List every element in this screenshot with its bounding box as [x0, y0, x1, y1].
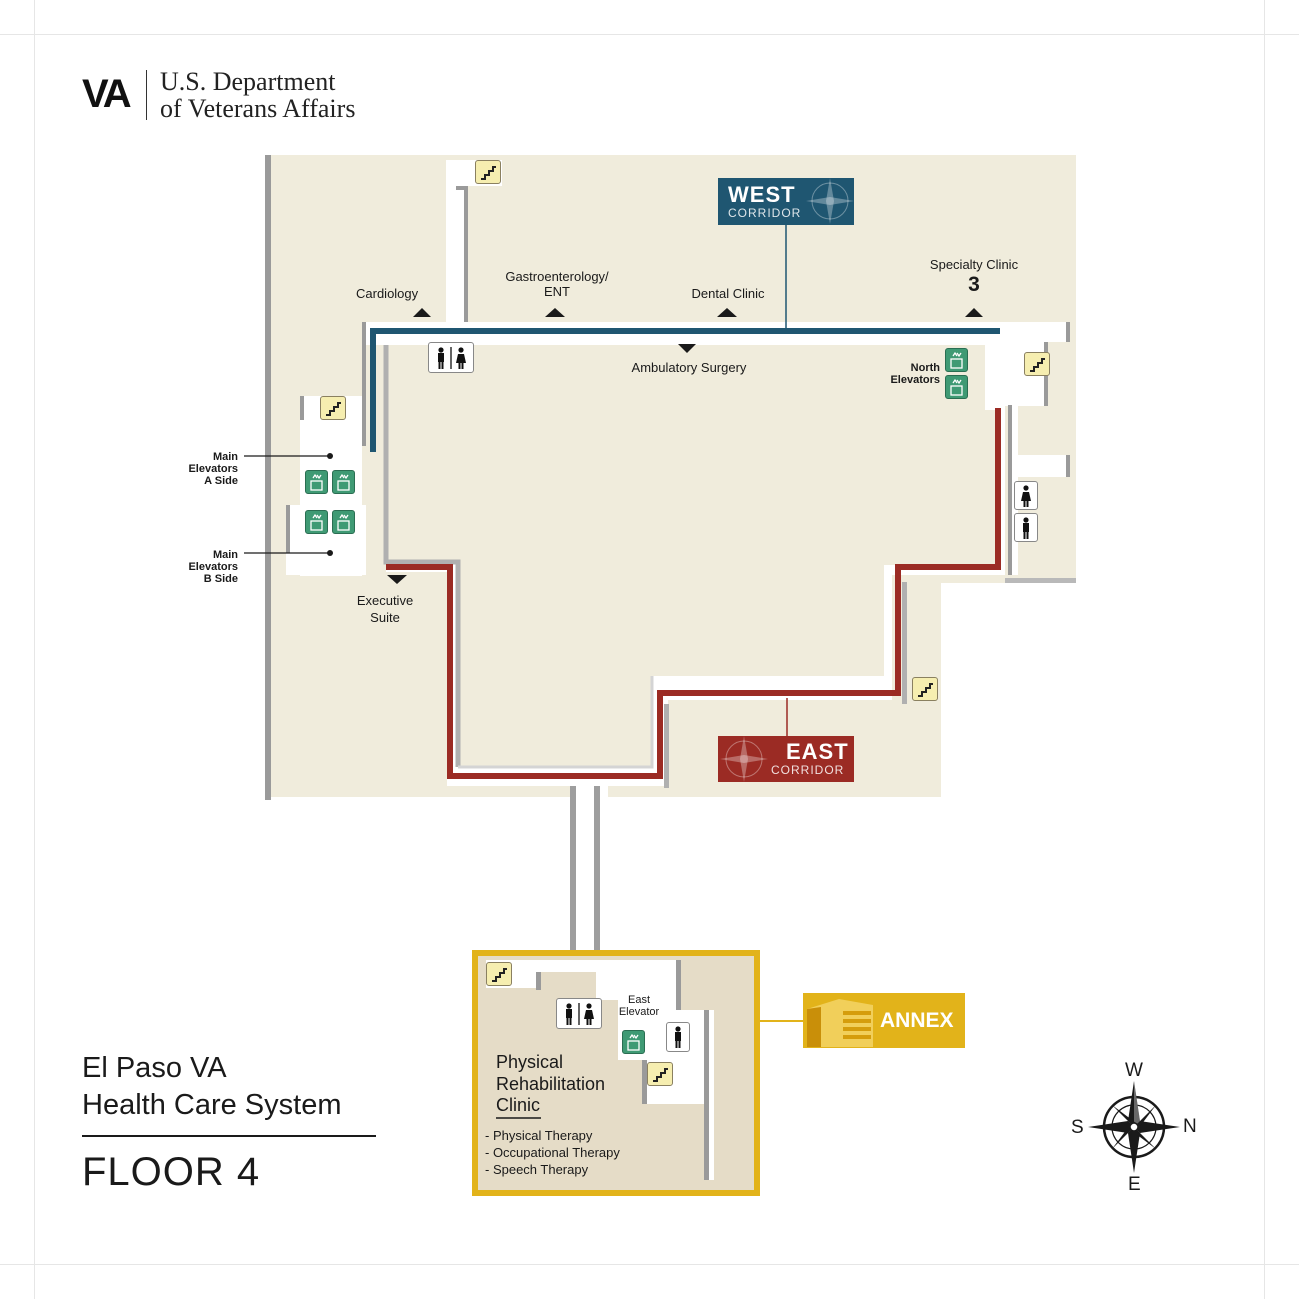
- main-a-line-3: A Side: [204, 475, 238, 487]
- north-elevators-label: North Elevators: [880, 362, 940, 386]
- clinic-title-line-3: Clinic: [496, 1095, 541, 1115]
- room-specialty-clinic: Specialty Clinic 3: [918, 257, 1030, 298]
- stairs-icon: [1024, 352, 1050, 376]
- department-line-1: U.S. Department: [160, 67, 336, 96]
- gastro-line-2: ENT: [544, 284, 570, 299]
- inner-block: [383, 345, 995, 769]
- annex-label: ANNEX: [880, 1009, 954, 1032]
- stairs-icon: [320, 396, 346, 420]
- stairs-icon: [475, 160, 501, 184]
- north-elev-line-1: North: [910, 362, 940, 374]
- east-corridor-path: [386, 408, 1001, 779]
- clinic-title-line-2: Rehabilitation: [496, 1073, 606, 1094]
- compass-label-bottom: E: [1128, 1174, 1141, 1195]
- trim-line-top: [0, 34, 1299, 35]
- trim-line-left: [34, 0, 35, 1299]
- specialty-number: 3: [968, 273, 980, 296]
- elevator-icon: [332, 510, 355, 534]
- elevator-icon: [305, 470, 328, 494]
- north-elev-line-2: Elevators: [890, 374, 940, 386]
- room-gastroenterology: Gastroenterology/ ENT: [492, 269, 622, 299]
- facility-name: El Paso VA Health Care System: [82, 1050, 342, 1124]
- room-cardiology: Cardiology: [356, 286, 419, 301]
- main-elevators-b-label: Main Elevators B Side: [170, 549, 238, 585]
- compass-rose: [1088, 1081, 1180, 1173]
- clinic-service-item: - Occupational Therapy: [485, 1145, 620, 1160]
- va-logo-mark: VA: [82, 72, 132, 116]
- connector-wall-left: [570, 786, 576, 956]
- east-tag-title: EAST: [786, 739, 849, 764]
- annex-building-icon: [807, 999, 873, 1047]
- executive-line-1: Executive: [356, 593, 414, 608]
- east-elev-line-1: East: [627, 994, 650, 1006]
- main-b-line-1: Main: [212, 549, 238, 561]
- west-compass-watermark: [806, 178, 854, 224]
- room-ambulatory-surgery: Ambulatory Surgery: [631, 360, 747, 375]
- compass-label-right: N: [1183, 1116, 1197, 1137]
- clinic-title-line-1: Physical: [496, 1052, 564, 1072]
- main-elev-a-dot: [327, 453, 333, 459]
- annex-tag: [803, 993, 965, 1048]
- east-stair-wall: [902, 582, 907, 704]
- clinic-title: Physical Rehabilitation Clinic: [496, 1052, 605, 1117]
- womens-restroom-icon: [1014, 481, 1038, 510]
- west-tag-title: WEST: [728, 182, 796, 207]
- east-compass-watermark: [720, 736, 768, 782]
- entrance-markers: [387, 308, 983, 584]
- east-room-wall: [664, 704, 669, 788]
- annex-interior: [486, 960, 714, 1180]
- building-west-wall: [265, 155, 271, 800]
- east-elev-line-2: Elevator: [618, 1006, 660, 1018]
- logo-separator: [146, 70, 147, 120]
- stairs-icon: [486, 962, 512, 986]
- main-elev-b-dot: [327, 550, 333, 556]
- clinic-service-item: - Physical Therapy: [485, 1128, 593, 1143]
- main-elevators-a-label: Main Elevators A Side: [170, 451, 238, 487]
- main-a-line-1: Main: [212, 451, 238, 463]
- west-tag-subtitle: CORRIDOR: [728, 206, 802, 220]
- main-b-line-2: Elevators: [188, 561, 238, 573]
- east-elevator-label: East Elevator: [608, 994, 670, 1018]
- east-tag-subtitle: CORRIDOR: [771, 763, 845, 777]
- clinic-service-item: - Speech Therapy: [485, 1162, 589, 1177]
- compass-label-top: W: [1125, 1060, 1143, 1081]
- main-a-line-2: Elevators: [188, 463, 238, 475]
- floor-number: FLOOR 4: [82, 1150, 261, 1194]
- connector-hallway: [570, 786, 608, 956]
- specialty-line-1: Specialty Clinic: [929, 257, 1019, 272]
- facility-divider: [82, 1135, 376, 1137]
- stairs-icon: [647, 1062, 673, 1086]
- restroom-icon: [428, 342, 474, 373]
- trim-line-right: [1264, 0, 1265, 1299]
- elevator-icon: [332, 470, 355, 494]
- room-executive-suite: Executive Suite: [340, 592, 430, 626]
- clinic-services-list: - Physical Therapy - Occupational Therap…: [485, 1127, 620, 1178]
- compass-label-left: S: [1071, 1117, 1084, 1138]
- west-corridor-tag: WEST CORRIDOR: [718, 178, 854, 225]
- stairs-icon: [912, 677, 938, 701]
- room-dental-clinic: Dental Clinic: [691, 286, 765, 301]
- trim-line-bottom: [0, 1264, 1299, 1265]
- facility-name-line-2: Health Care System: [82, 1089, 342, 1121]
- facility-name-line-1: El Paso VA: [82, 1052, 227, 1084]
- elevator-icon: [305, 510, 328, 534]
- restroom-icon: [556, 998, 602, 1029]
- department-line-2: of Veterans Affairs: [160, 94, 356, 123]
- main-b-line-3: B Side: [203, 573, 238, 585]
- west-corridor-path: [370, 328, 1000, 452]
- gastro-line-1: Gastroenterology/: [505, 269, 609, 284]
- elevator-icon: [622, 1030, 645, 1054]
- elevator-icon: [945, 348, 968, 372]
- mens-restroom-icon: [1014, 513, 1038, 542]
- east-corridor-tag: EAST CORRIDOR: [718, 736, 854, 782]
- mens-restroom-icon: [666, 1022, 690, 1052]
- elevator-icon: [945, 375, 968, 399]
- executive-line-2: Suite: [370, 610, 400, 625]
- connector-wall-mid: [594, 786, 600, 956]
- department-name: U.S. Department of Veterans Affairs: [160, 68, 355, 122]
